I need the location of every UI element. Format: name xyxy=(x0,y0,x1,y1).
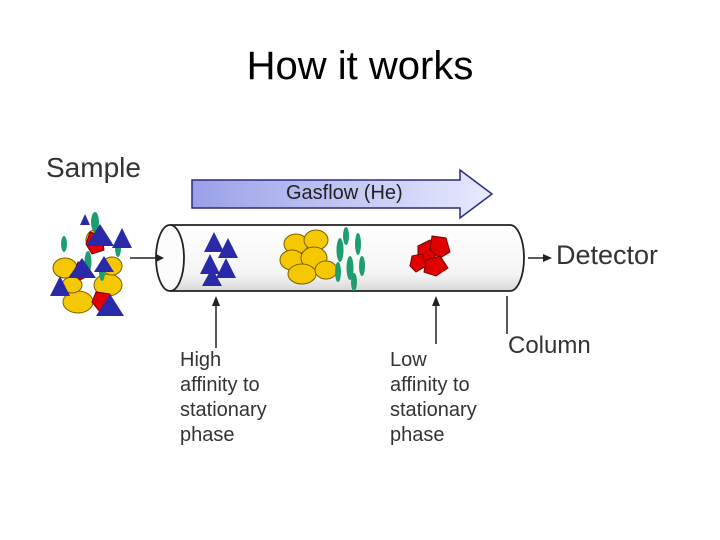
slide-title: How it works xyxy=(246,44,474,88)
column-label: Column xyxy=(508,332,591,359)
low-affinity-label: Low affinity to stationary phase xyxy=(390,349,477,446)
high-affinity-label: High affinity to stationary phase xyxy=(180,349,267,446)
detector-label: Detector xyxy=(556,240,659,270)
green-compounds xyxy=(335,227,365,291)
high-affinity-compounds xyxy=(200,232,238,286)
low-affinity-compounds xyxy=(409,235,451,277)
gasflow-arrow xyxy=(191,168,494,220)
sample-label: Sample xyxy=(46,152,141,183)
low-affinity-pointer xyxy=(432,296,440,344)
high-affinity-pointer xyxy=(212,296,220,348)
gasflow-label: Gasflow (He) xyxy=(286,182,403,204)
sample-mixture xyxy=(50,212,132,316)
detector-arrow xyxy=(528,254,552,262)
sample-inlet-arrow xyxy=(130,254,164,262)
yellow-compounds xyxy=(279,229,338,285)
